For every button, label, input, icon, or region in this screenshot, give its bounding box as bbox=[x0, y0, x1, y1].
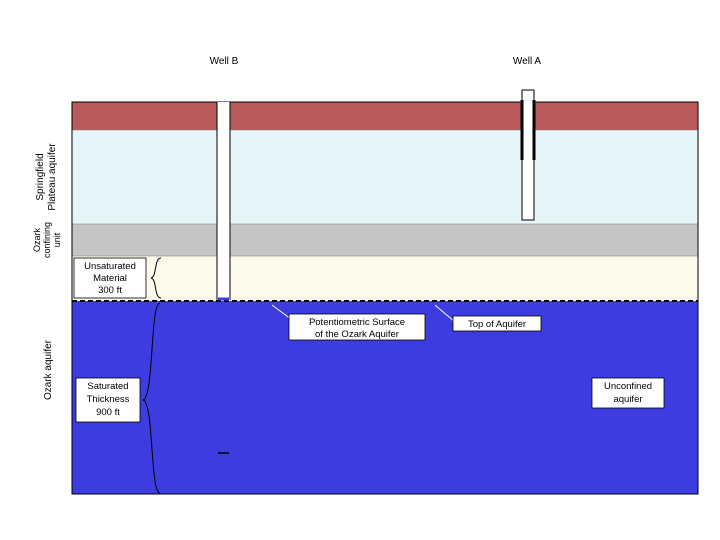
potentiometric-callout-line: Potentiometric Surface bbox=[309, 317, 405, 328]
saturated-brace bbox=[142, 302, 161, 494]
side-label-line: Plateau aquifer bbox=[47, 143, 58, 211]
top-layer bbox=[72, 102, 698, 130]
unconfined-callout-line: Unconfined bbox=[604, 381, 652, 392]
ozark-confining-unit-side-label: Ozark confining unit bbox=[32, 222, 62, 258]
diagram-border bbox=[71, 101, 699, 495]
saturated-thickness-callout-box bbox=[75, 377, 141, 423]
ozark-confining-unit-layer bbox=[72, 224, 698, 256]
ozark-aquifer-side-label: Ozark aquifer bbox=[43, 339, 54, 400]
springfield-plateau-aquifer-side-label: Springfield Plateau aquifer bbox=[35, 143, 58, 211]
saturated-callout-line: 900 ft bbox=[96, 407, 120, 418]
unconfined-aquifer-callout-box bbox=[591, 377, 665, 409]
saturated-callout-line: Thickness bbox=[87, 394, 130, 405]
unsaturated-callout-line: Unsaturated bbox=[84, 261, 136, 272]
well-b-casing bbox=[217, 102, 230, 300]
top-of-aquifer-leader-line bbox=[434, 304, 456, 323]
side-label-line: Ozark aquifer bbox=[43, 339, 54, 400]
unsaturated-callout-line: 300 ft bbox=[98, 285, 122, 296]
unsaturated-zone-layer bbox=[72, 256, 698, 301]
side-label-line: Springfield bbox=[35, 153, 46, 200]
unconfined-callout-line: aquifer bbox=[613, 394, 642, 405]
side-label-line: unit bbox=[52, 232, 62, 247]
well-a-label: Well A bbox=[513, 56, 541, 67]
side-label-line: confining bbox=[42, 222, 52, 258]
well-a-casing bbox=[521, 89, 535, 221]
well-b-label: Well B bbox=[210, 56, 239, 67]
potentiometric-surface-callout-box bbox=[288, 313, 426, 341]
saturated-callout-line: Saturated bbox=[87, 381, 128, 392]
unsaturated-material-callout-box bbox=[73, 257, 147, 299]
springfield-plateau-aquifer-layer bbox=[72, 130, 698, 224]
side-label-line: Ozark bbox=[32, 228, 42, 253]
unsaturated-brace bbox=[150, 257, 162, 299]
top-of-aquifer-callout-text: Top of Aquifer bbox=[468, 319, 526, 330]
potentiometric-callout-line: of the Ozark Aquifer bbox=[315, 329, 399, 340]
unsaturated-callout-line: Material bbox=[93, 273, 127, 284]
top-of-aquifer-callout-box bbox=[452, 315, 542, 332]
